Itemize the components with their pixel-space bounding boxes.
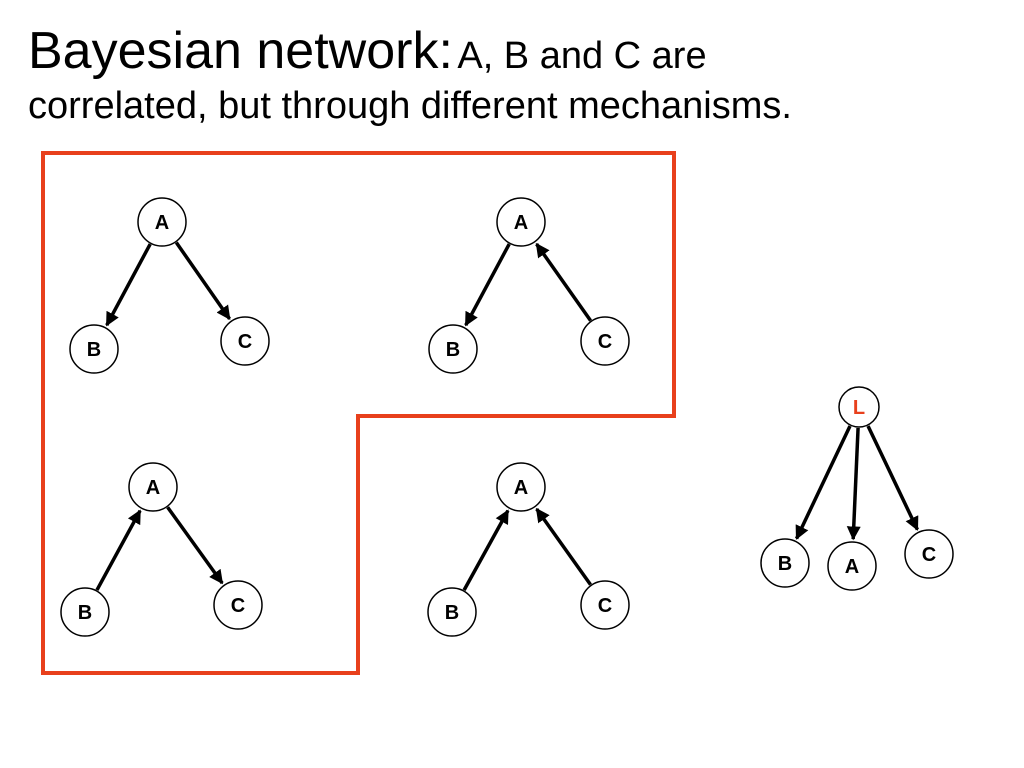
title-subtitle-line2: correlated, but through different mechan…: [28, 85, 792, 128]
node-a-circle: [827, 541, 877, 591]
edge-a-to-b: [105, 243, 152, 327]
node-a-label: A: [514, 477, 528, 499]
node-a-circle: [496, 197, 546, 247]
node-c-label: C: [238, 331, 252, 353]
title-subtitle-line1: A, B and C are: [457, 35, 707, 77]
node-l-circle: [838, 386, 880, 428]
node-a-label: A: [845, 556, 859, 578]
node-c-label: C: [598, 595, 612, 617]
graph-collider: A B C: [427, 462, 630, 637]
edge-l-to-b: [794, 425, 852, 540]
edge-b-to-a: [462, 509, 510, 591]
node-c-circle: [580, 580, 630, 630]
graph-chain-b-a-c: A B C: [60, 462, 263, 637]
slide-title: Bayesian network: A, B and C are correla…: [28, 20, 1018, 130]
graph-latent: L B A C: [760, 386, 954, 591]
node-c-circle: [904, 529, 954, 579]
node-c-label: C: [922, 544, 936, 566]
edge-l-to-c: [866, 425, 919, 531]
node-a-circle: [137, 197, 187, 247]
node-b-label: B: [778, 553, 792, 575]
title-main: Bayesian network:: [28, 22, 453, 80]
node-a-circle: [128, 462, 178, 512]
node-a-circle: [496, 462, 546, 512]
node-b-circle: [427, 587, 477, 637]
node-b-circle: [760, 538, 810, 588]
graph-fork: A B C: [69, 197, 270, 374]
node-c-circle: [220, 316, 270, 366]
node-b-label: B: [445, 602, 459, 624]
edge-c-to-a: [535, 507, 592, 586]
edge-a-to-c: [166, 506, 224, 585]
edge-l-to-a: [846, 427, 861, 541]
graph-chain-c-a-b: A B C: [428, 197, 630, 374]
edge-c-to-a: [535, 242, 593, 322]
node-b-circle: [428, 324, 478, 374]
node-a-label: A: [514, 212, 528, 234]
node-b-label: B: [87, 339, 101, 361]
group-highlight-frame: [41, 151, 676, 675]
node-b-circle: [60, 587, 110, 637]
graphs-layer: A B C A B C A B C A B C L B A C: [60, 197, 954, 637]
edge-a-to-b: [464, 243, 511, 327]
node-c-label: C: [598, 331, 612, 353]
node-a-label: A: [155, 212, 169, 234]
node-b-label: B: [446, 339, 460, 361]
node-c-circle: [213, 580, 263, 630]
edge-a-to-c: [174, 241, 231, 321]
node-c-circle: [580, 316, 630, 366]
node-a-label: A: [146, 477, 160, 499]
node-b-label: B: [78, 602, 92, 624]
node-c-label: C: [231, 595, 245, 617]
node-l-label: L: [853, 397, 865, 419]
edge-b-to-a: [95, 509, 142, 591]
node-b-circle: [69, 324, 119, 374]
